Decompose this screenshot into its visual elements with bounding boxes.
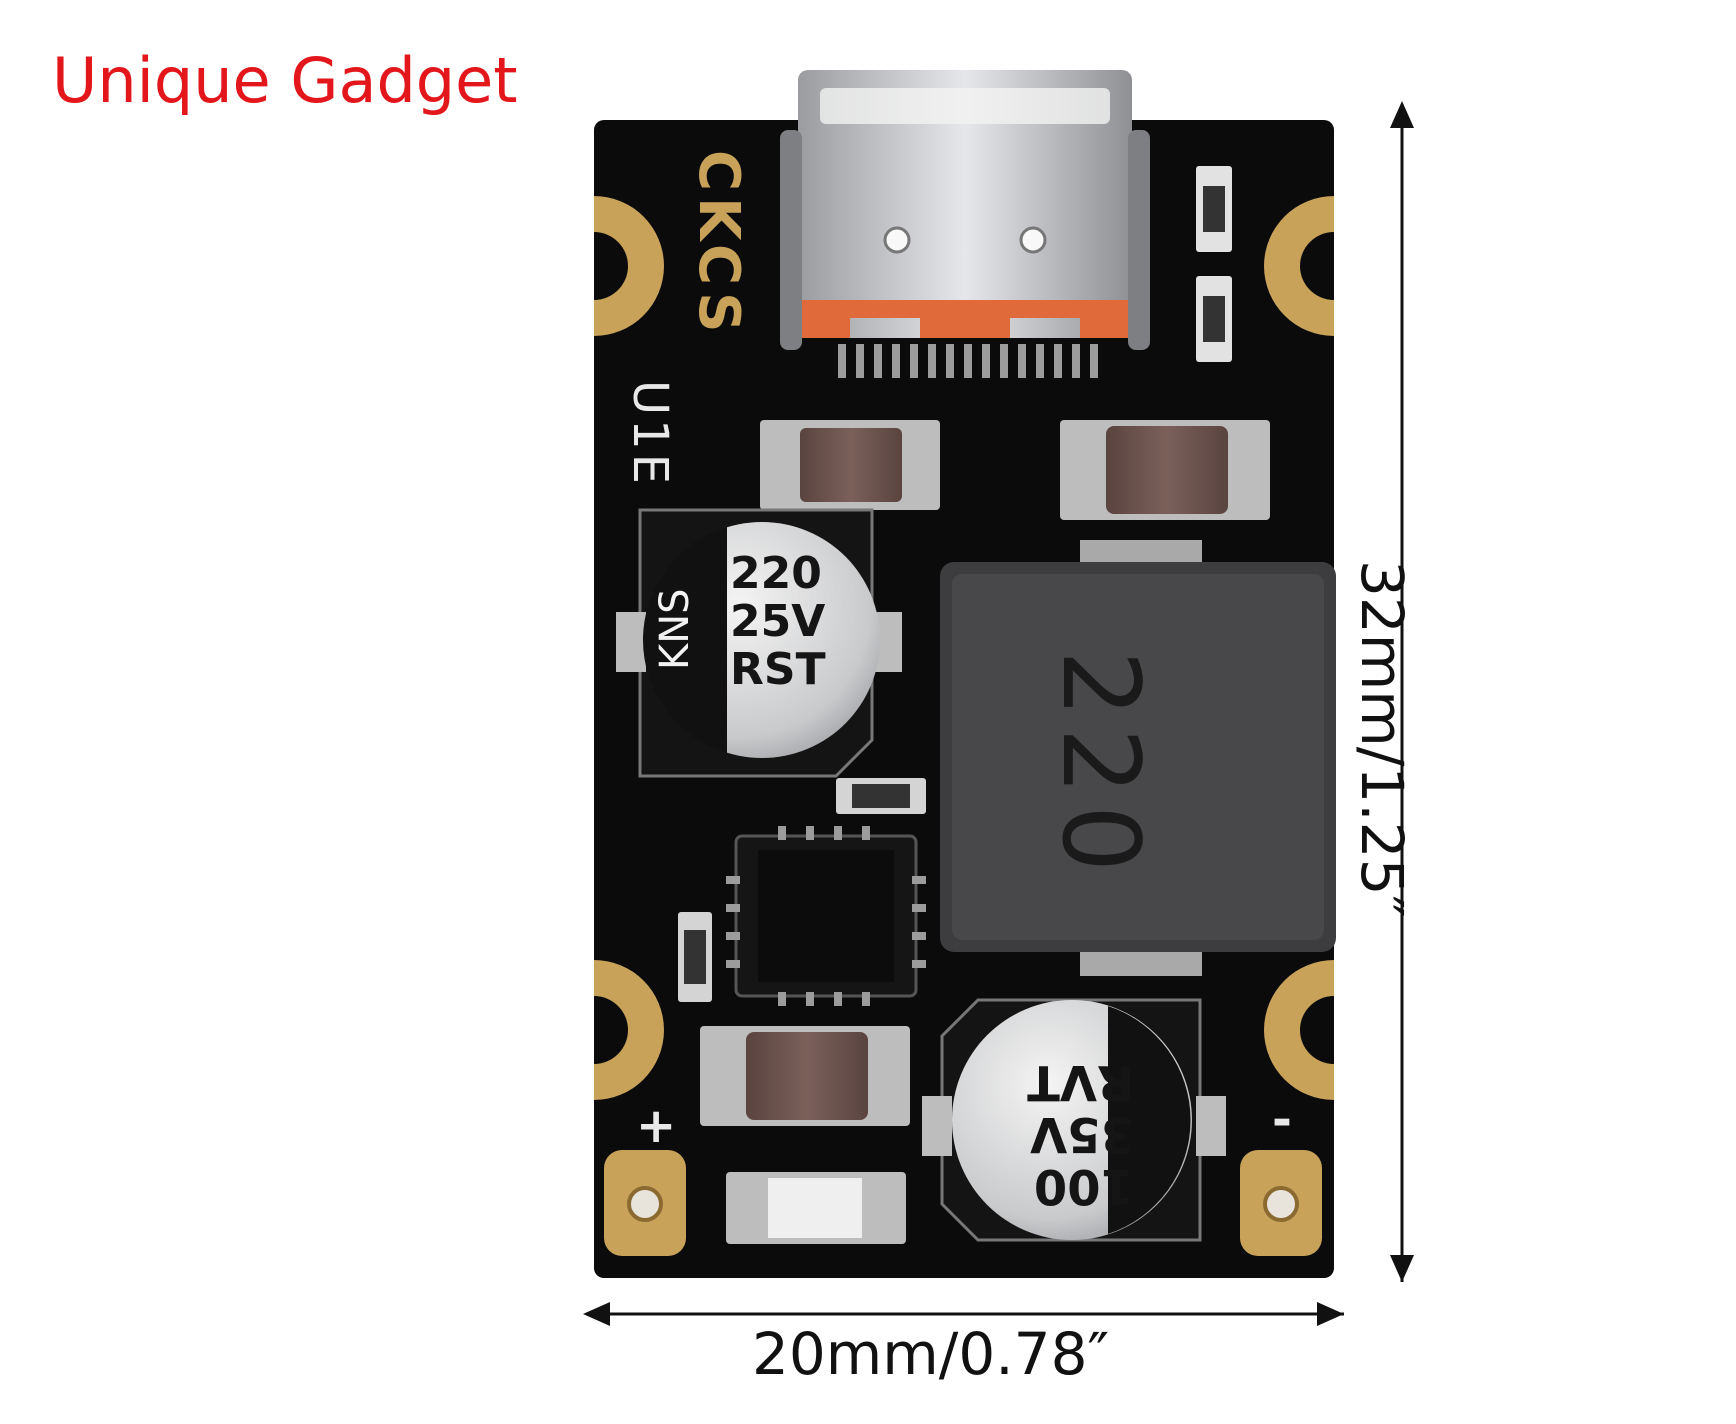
power-inductor: 220 <box>940 540 1336 976</box>
brand-silkscreen: CKCS <box>686 150 751 338</box>
terminal-pad-plus <box>604 1150 686 1256</box>
polarity-minus: - <box>1272 1092 1292 1148</box>
watermark-text: Unique Gadget <box>52 44 518 117</box>
output-cap-code: RVT <box>1027 1054 1134 1110</box>
input-cap-code: RST <box>730 644 826 695</box>
input-cap-value: 220 <box>730 548 822 599</box>
ceramic-capacitor <box>700 1026 910 1126</box>
mounting-pad-right-top <box>1264 196 1334 336</box>
smd-resistor-bottom <box>726 1172 906 1244</box>
ic-chip <box>726 826 926 1006</box>
output-cap-voltage: 35V <box>1030 1106 1134 1162</box>
output-electrolytic-capacitor: 100 35V RVT <box>922 998 1226 1242</box>
ceramic-capacitor <box>1060 420 1270 520</box>
inductor-marking: 220 <box>1039 650 1162 882</box>
input-cap-side-mark: KNS <box>652 588 698 670</box>
terminal-pad-minus <box>1240 1150 1322 1256</box>
ref-silkscreen: U1E <box>622 380 678 488</box>
height-dimension-label: 32mm/1.25″ <box>1348 560 1416 918</box>
output-cap-value: 100 <box>1034 1158 1134 1214</box>
width-dimension-label: 20mm/0.78″ <box>752 1320 1110 1388</box>
mounting-pad-left-top <box>594 196 664 336</box>
ceramic-capacitor <box>760 420 940 510</box>
input-cap-voltage: 25V <box>730 596 825 647</box>
usb-c-connector <box>780 70 1150 378</box>
polarity-plus: + <box>636 1098 676 1154</box>
mounting-pad-left-bottom <box>594 960 664 1100</box>
mounting-pad-right-bottom <box>1264 960 1334 1100</box>
input-electrolytic-capacitor: KNS 220 25V RST <box>616 508 902 778</box>
